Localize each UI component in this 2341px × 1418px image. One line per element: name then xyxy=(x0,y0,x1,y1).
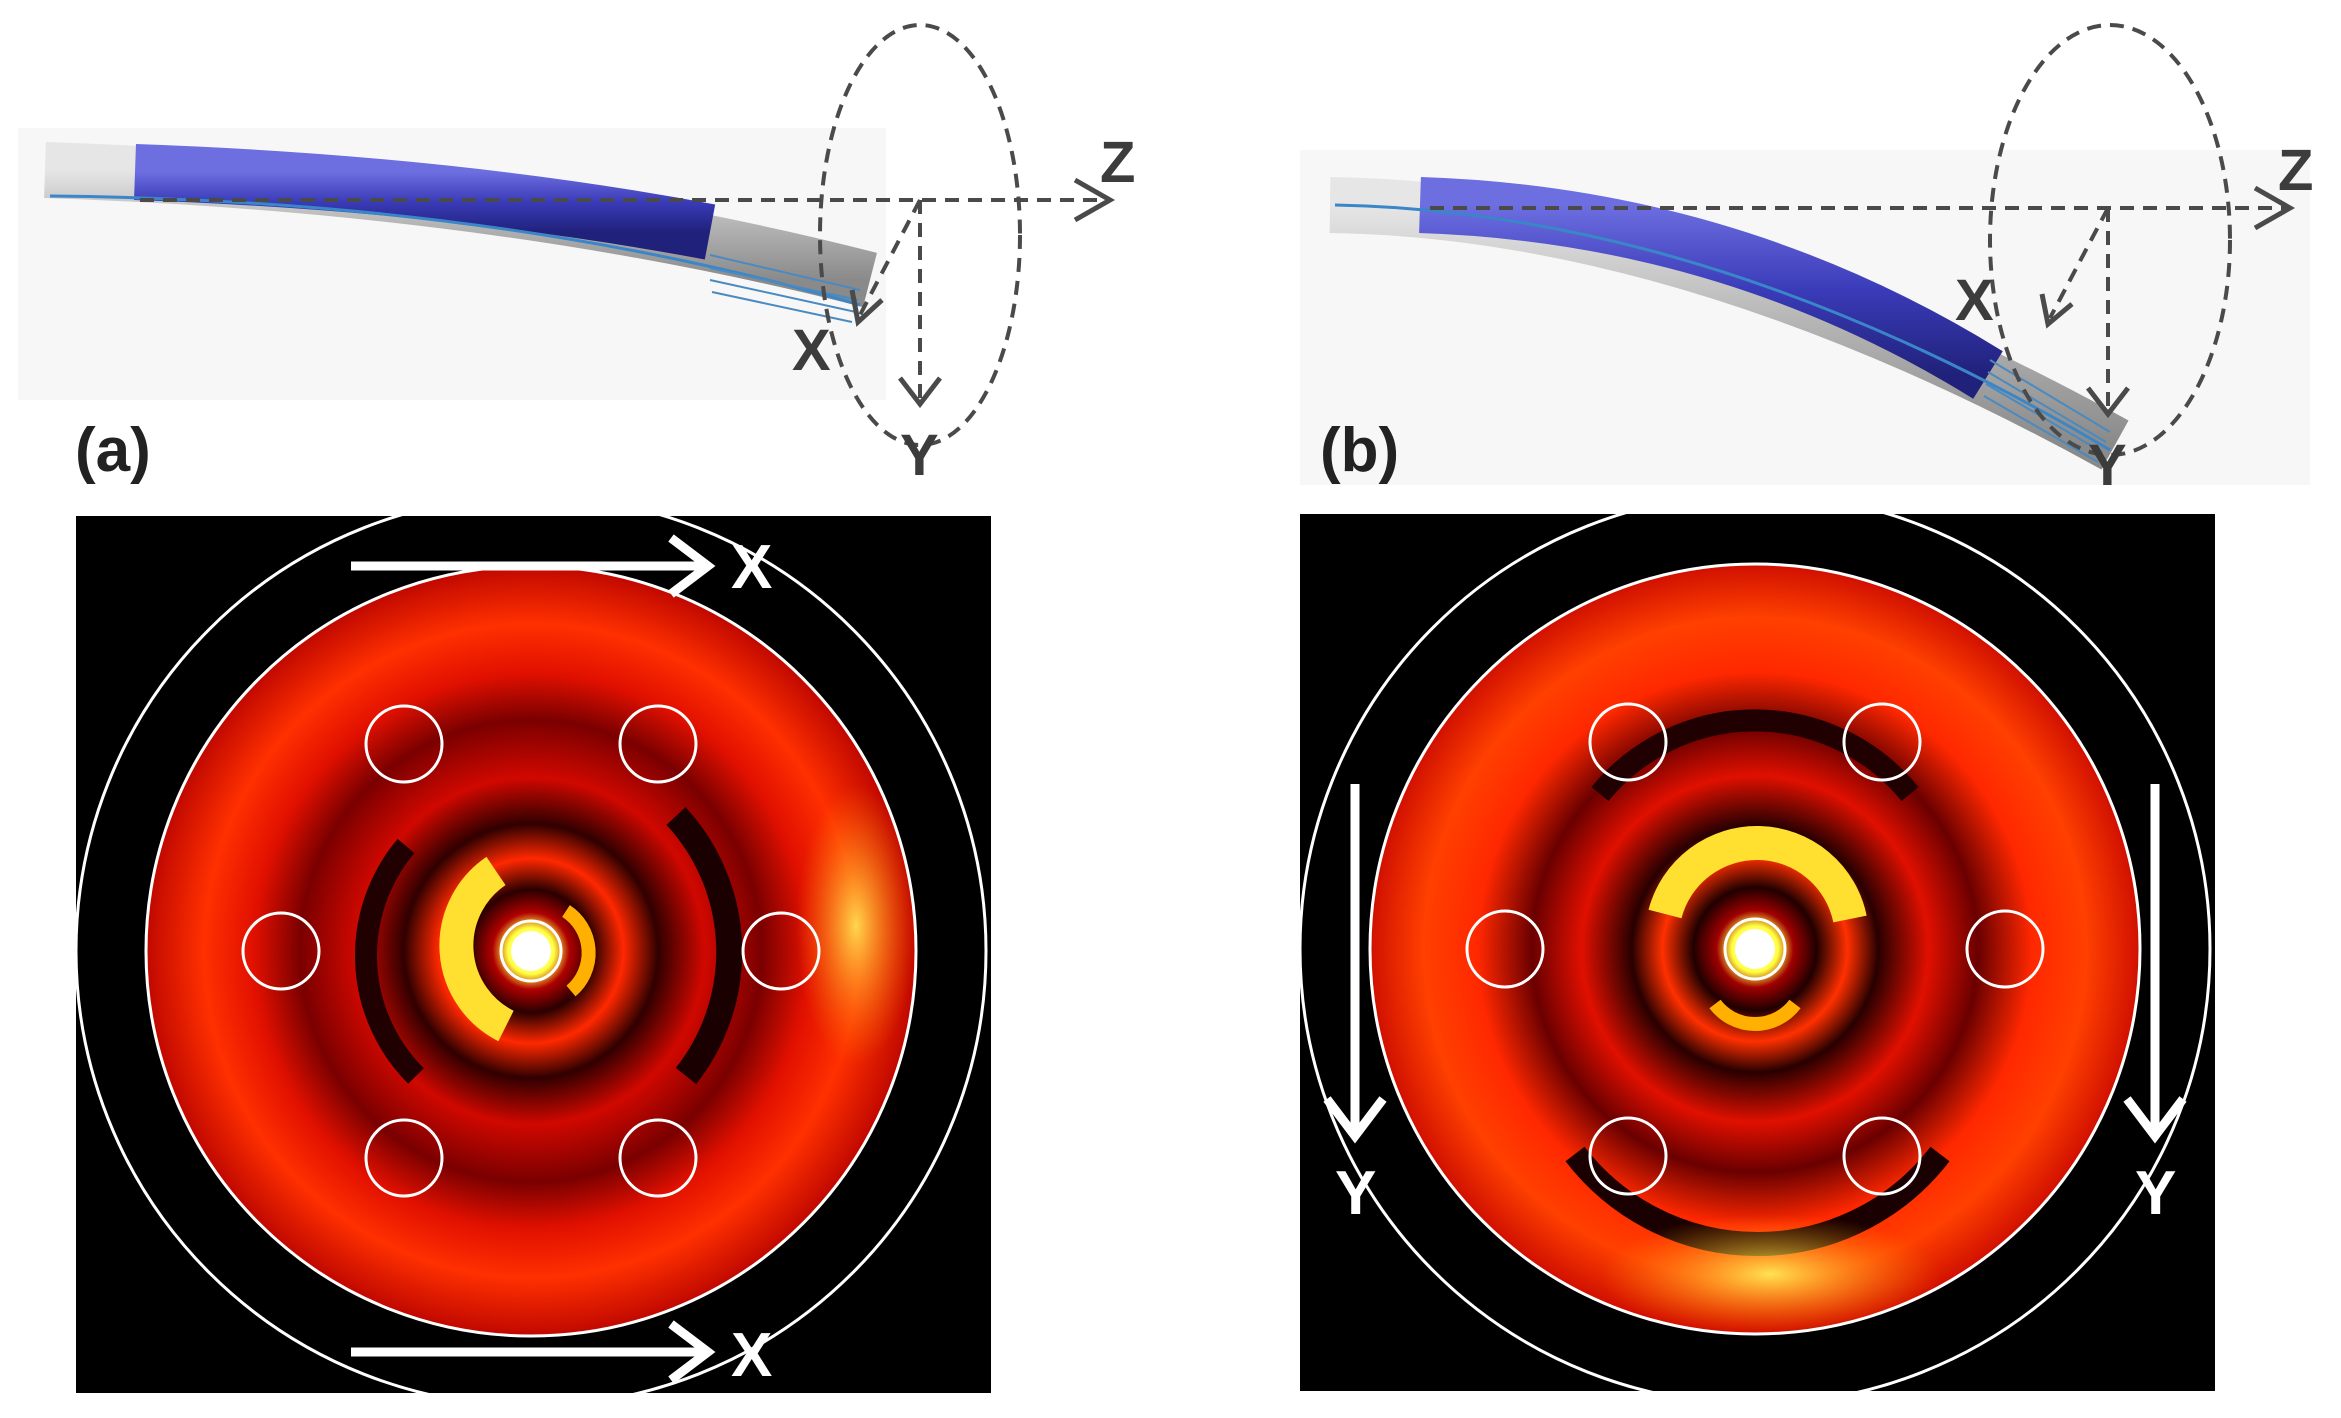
center-ring xyxy=(499,919,563,983)
dark-ring-arc xyxy=(666,807,743,1085)
axis-guides xyxy=(140,23,1100,447)
arrow-label-bottom: X xyxy=(731,1321,772,1390)
fiber-strand-lines xyxy=(709,254,861,323)
z-arrowhead xyxy=(2253,185,2296,231)
z-axis-label: Z xyxy=(2278,138,2313,203)
center-spot xyxy=(511,931,551,971)
bright-crescent-small xyxy=(1709,999,1801,1031)
outer-bright-lobe xyxy=(796,786,916,1066)
z-arrowhead xyxy=(1073,177,1116,223)
y-arrowhead xyxy=(898,376,942,409)
panel-b: Z X Y (b) xyxy=(1170,0,2341,1418)
x-arrowhead xyxy=(849,289,884,327)
fiber-schematic-a: Z X Y xyxy=(18,23,1135,488)
dark-ring-arc-top xyxy=(1591,709,1919,801)
arrow-label-top: X xyxy=(731,533,772,602)
fiber-strand-lines xyxy=(1983,359,2111,463)
arrow-label-left: Y xyxy=(1335,1159,1376,1228)
bright-crescent-small xyxy=(561,905,596,997)
x-axis-label: X xyxy=(1955,268,1994,333)
outer-bright-lobe xyxy=(1600,1214,1940,1334)
y-axis-label: Y xyxy=(2088,433,2127,498)
outer-boundary-circle xyxy=(1300,514,2212,1391)
direction-arrows xyxy=(1323,784,2187,1144)
center-ring xyxy=(1723,917,1787,981)
fiber-coating xyxy=(134,144,716,260)
panel-a: Z X Y (a) xyxy=(0,0,1170,1418)
inner-boundary-circle xyxy=(1368,562,2142,1336)
direction-arrows xyxy=(351,534,716,1384)
bright-crescent-inner xyxy=(1648,826,1867,923)
field-map-a: X X xyxy=(76,516,991,1393)
z-axis-label: Z xyxy=(1100,130,1135,195)
axis-guides xyxy=(1430,23,2285,457)
arrow-label-right: Y xyxy=(2135,1159,2176,1228)
x-axis-label: X xyxy=(792,318,831,383)
bright-crescent-inner xyxy=(439,856,515,1042)
fiber-coating xyxy=(1419,177,2003,399)
dark-ring-arc-left xyxy=(355,838,424,1084)
air-holes xyxy=(1465,702,2045,1196)
outer-boundary-circle xyxy=(76,516,988,1393)
fiber-schematic-b: Z X Y xyxy=(1300,23,2313,498)
y-axis-label: Y xyxy=(900,423,939,488)
center-spot xyxy=(1735,929,1775,969)
field-map-b: Y Y xyxy=(1300,514,2215,1391)
x-arrowhead xyxy=(2039,293,2074,329)
y-arrowhead xyxy=(2086,386,2130,419)
panel-label-a: (a) xyxy=(75,416,151,485)
panel-label-b: (b) xyxy=(1320,416,1400,485)
air-holes xyxy=(241,704,821,1198)
fiber-core-line xyxy=(1334,203,2111,452)
